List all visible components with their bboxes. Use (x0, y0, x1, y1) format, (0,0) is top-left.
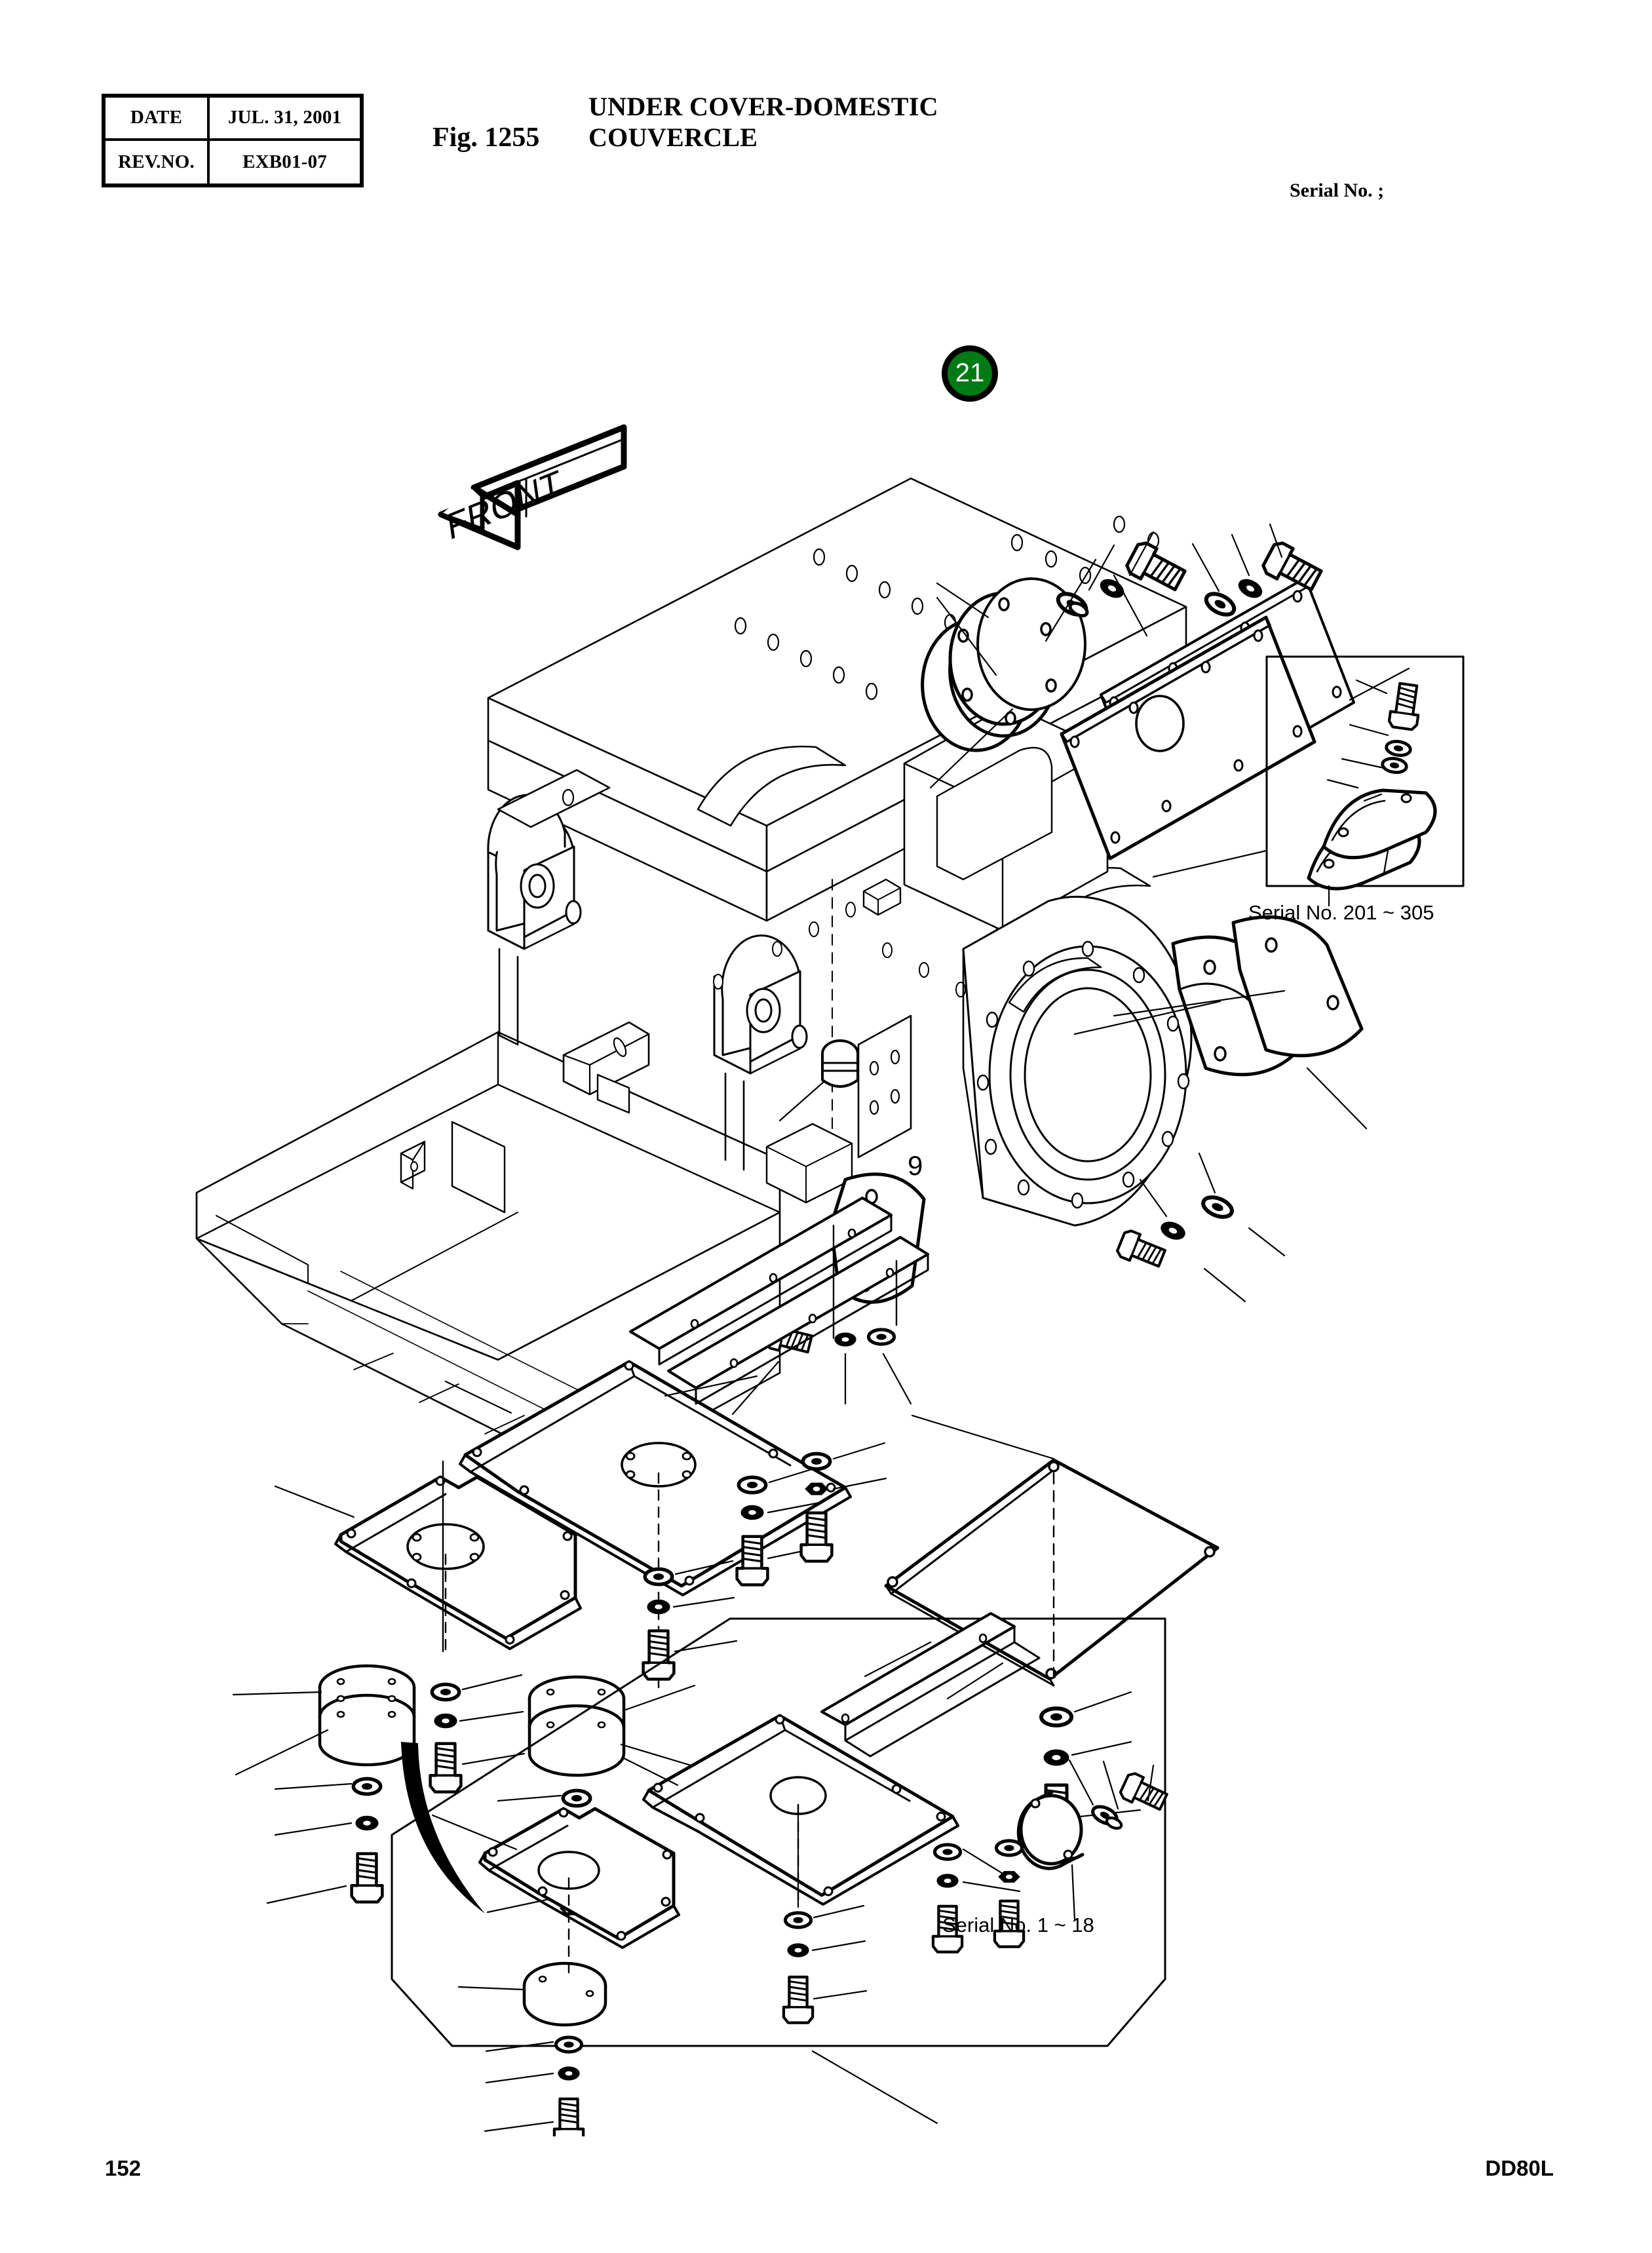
inset-serial-201-305 (1152, 655, 1465, 907)
page-title-line-2: COUVERCLE (588, 122, 758, 152)
front-direction-arrow: FRONT (438, 424, 627, 550)
exploded-assembly-diagram: FRONT (0, 216, 1652, 2136)
flange-cover-assembly (921, 531, 1188, 789)
lower-right-cover-panel (864, 1414, 1220, 1839)
page-title-line-1: UNDER COVER-DOMESTIC (588, 92, 938, 121)
table-row: REV.NO. EXB01-07 (106, 140, 360, 183)
part-reference-number-9: 9 (908, 1150, 923, 1181)
date-value: JUL. 31, 2001 (227, 107, 342, 128)
page-title: UNDER COVER-DOMESTIC COUVERCLE (588, 92, 1178, 153)
callout-21[interactable]: 21 (942, 345, 998, 402)
inset-serial-1-18 (391, 1612, 1169, 2136)
model-designation: DD80L (1485, 2156, 1554, 2180)
page-number: 152 (105, 2156, 142, 2180)
inset-caption-serial-1-18: Serial No. 1 ~ 18 (942, 1914, 1094, 1936)
callout-21-number: 21 (955, 358, 985, 387)
main-frame-assembly (195, 477, 1193, 1479)
side-cover-plates (1060, 523, 1410, 860)
table-row: DATE JUL. 31, 2001 (106, 98, 360, 141)
serial-no-header: Serial No. ; (1290, 180, 1385, 201)
curved-pointer (401, 1742, 485, 1914)
figure-number: Fig. 1255 (432, 123, 540, 153)
drum-flange-hardware (731, 1039, 1286, 1415)
under-cover-panels-upper-set (232, 1197, 929, 1914)
rev-no-label: REV.NO. (106, 140, 210, 183)
revision-table: DATE JUL. 31, 2001 REV.NO. EXB01-07 (102, 94, 364, 187)
inset-caption-serial-201-305: Serial No. 201 ~ 305 (1248, 901, 1434, 924)
rev-no-value: EXB01-07 (242, 151, 327, 172)
date-label: DATE (106, 98, 210, 138)
